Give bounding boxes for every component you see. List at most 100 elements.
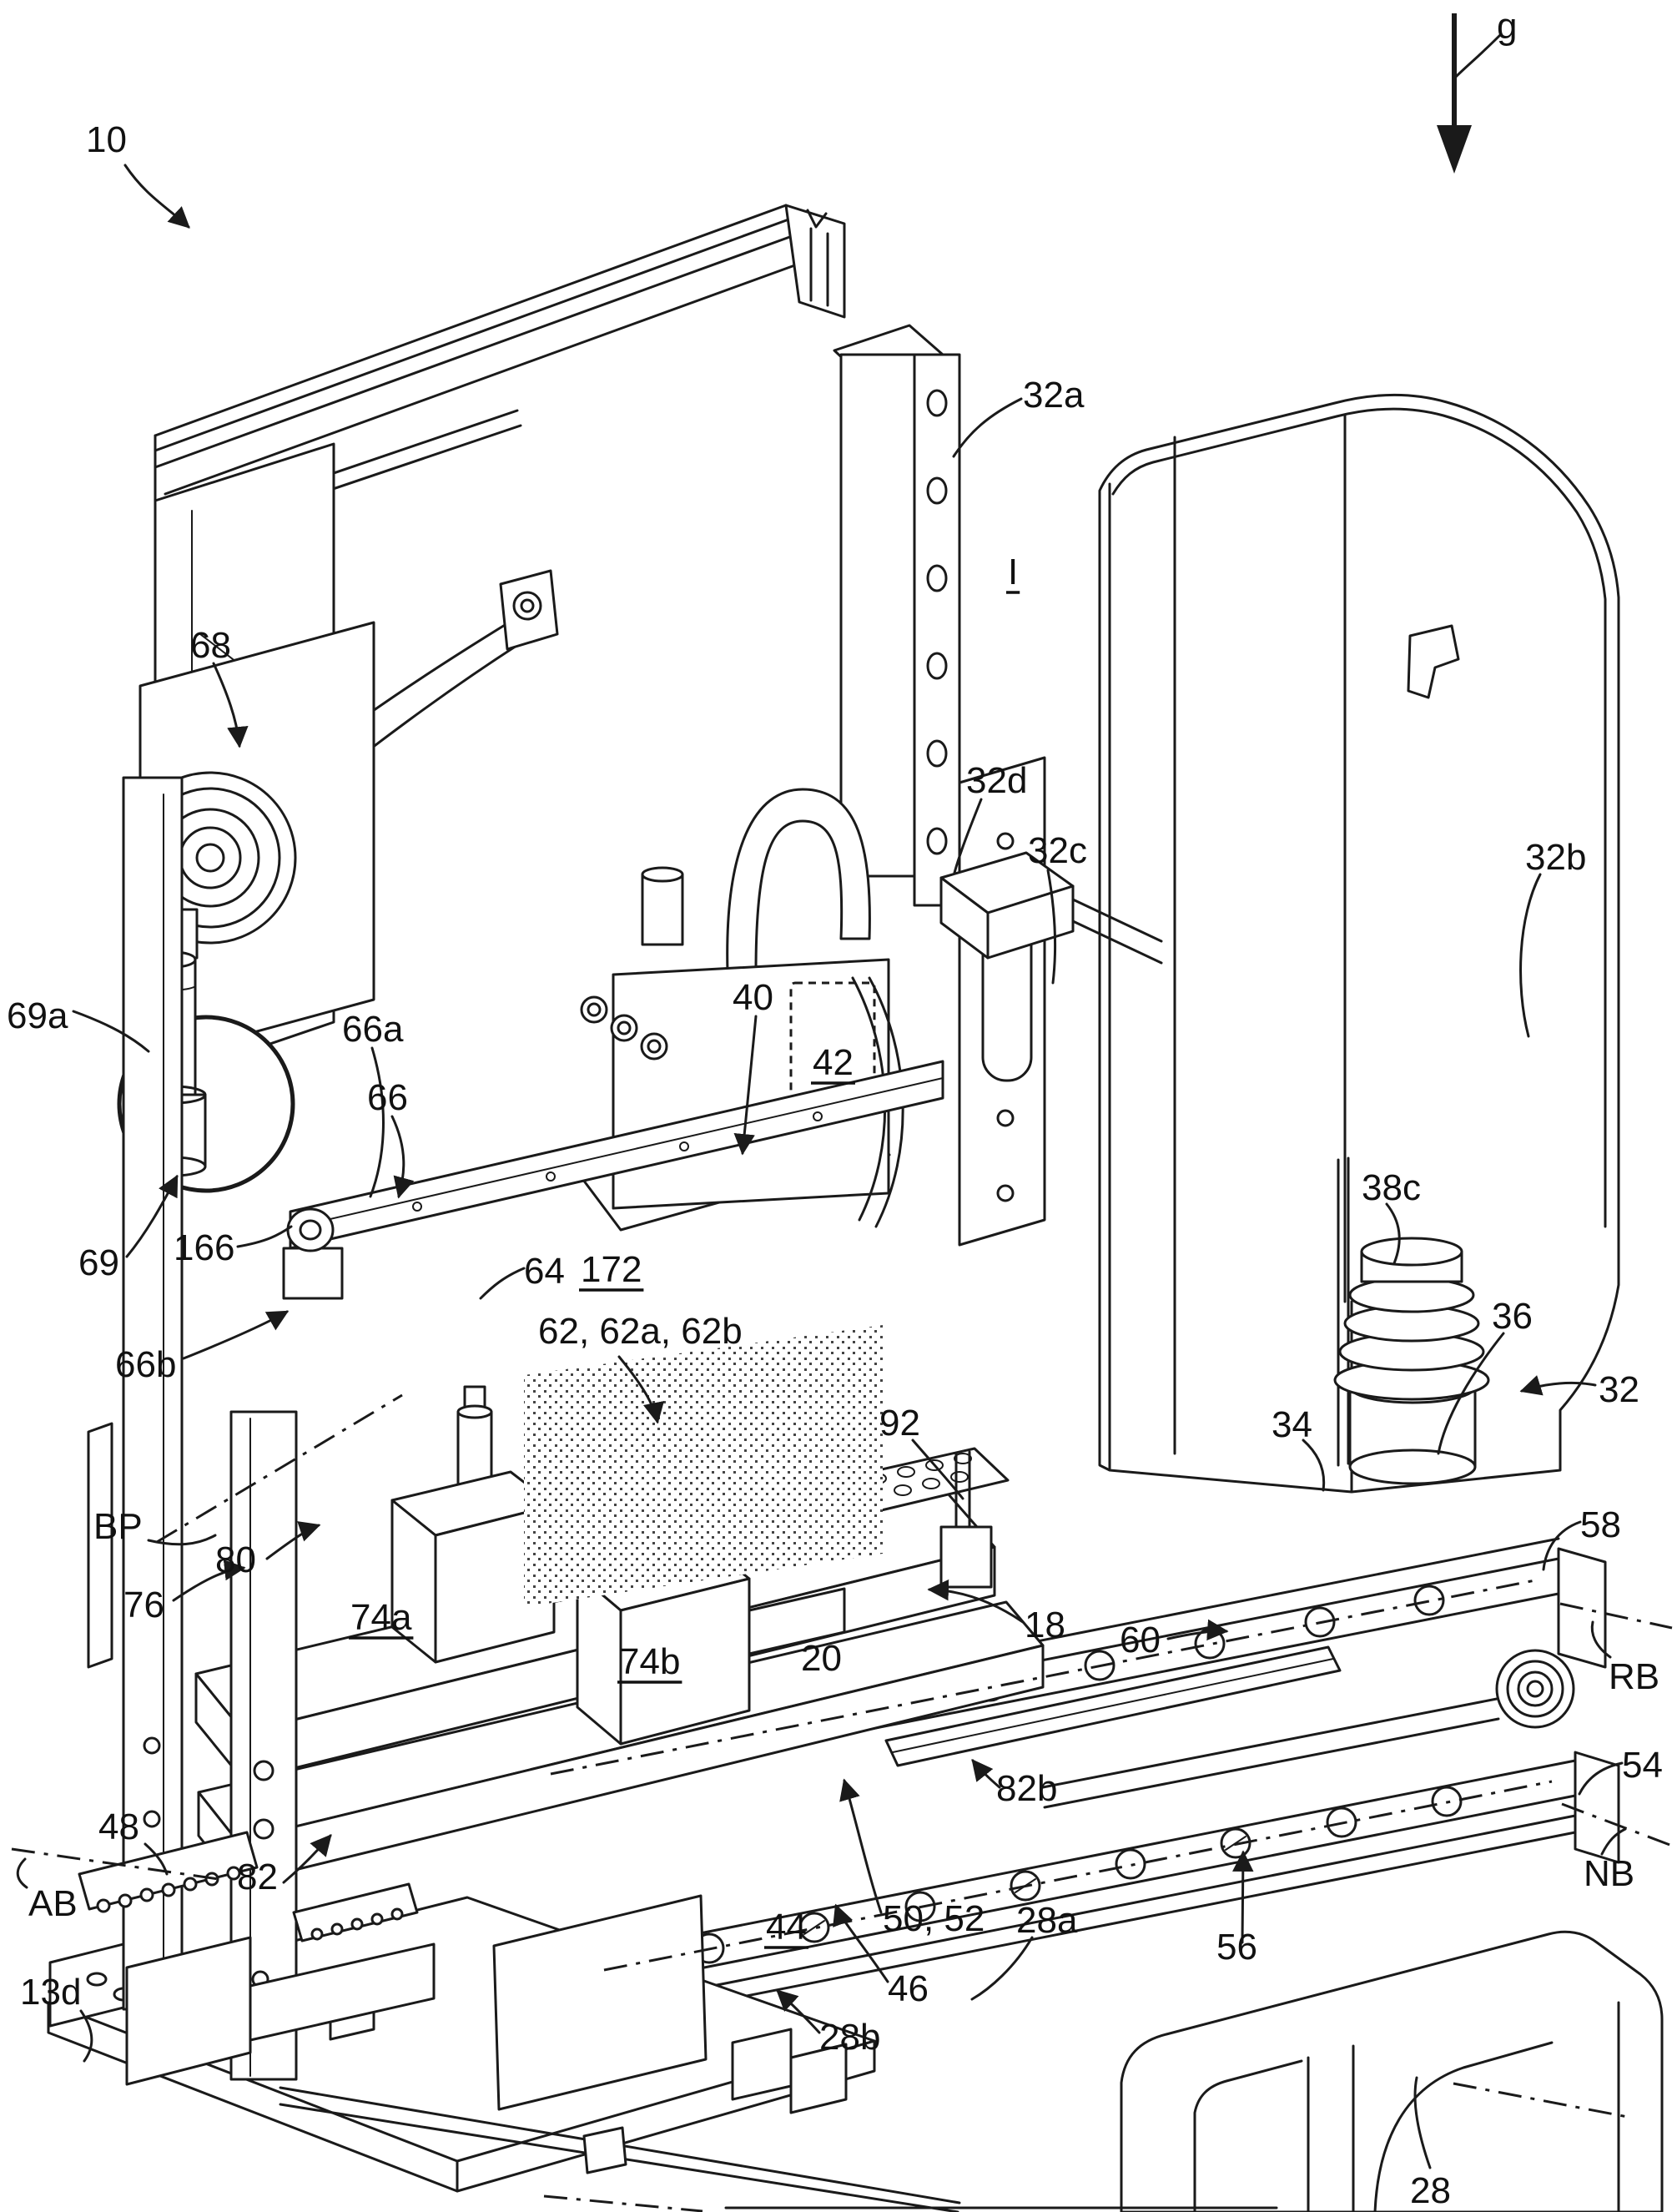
shield-hook: [1407, 624, 1460, 699]
leader-54: [1578, 1761, 1624, 1796]
ref-label-66: 66: [367, 1077, 408, 1118]
ref-label-42: 42: [813, 1042, 854, 1083]
ref-label-NB: NB: [1584, 1853, 1634, 1894]
ref-label-32: 32: [1599, 1369, 1639, 1410]
ref-label-64: 64: [524, 1251, 565, 1292]
ref-label-38c: 38c: [1362, 1167, 1421, 1208]
horizontal-rail-66: [282, 1060, 944, 1300]
contact-pin-92: [939, 1450, 993, 1589]
leader-50-52: [839, 1778, 883, 1914]
ref-label-172: 172: [581, 1249, 642, 1290]
ref-label-40: 40: [733, 977, 773, 1018]
ref-label-82: 82: [237, 1857, 278, 1897]
ref-label-56: 56: [1216, 1927, 1257, 1968]
ref-label-54: 54: [1622, 1745, 1663, 1786]
ref-label-28b: 28b: [819, 2017, 880, 2058]
ref-label-92: 92: [879, 1403, 920, 1444]
leader-76: [172, 1559, 246, 1602]
rail-end-cylinder-66b: [286, 1207, 335, 1252]
leader-13d: [79, 2009, 93, 2063]
leader-82b: [971, 1759, 1001, 1789]
leader-lines: [16, 33, 1627, 2169]
gravity-arrow: [1437, 13, 1472, 174]
flex-band-loop: [726, 788, 871, 974]
leader-RB: [1590, 1620, 1612, 1659]
leader-40: [733, 1015, 758, 1156]
ref-label-18: 18: [1025, 1605, 1065, 1645]
pipette-tip: [640, 1032, 668, 1061]
leader-56: [1232, 1850, 1254, 1944]
leader-66: [390, 1115, 415, 1199]
reagent-bottle-36: [1333, 1237, 1490, 1485]
leader-36: [1437, 1332, 1505, 1455]
leader-28a: [970, 1936, 1034, 2001]
leader-28b: [776, 1989, 821, 2034]
leader-62: [617, 1355, 664, 1424]
ref-label-32a: 32a: [1023, 375, 1085, 416]
ref-label-48: 48: [98, 1806, 139, 1847]
ref-label-69: 69: [78, 1242, 119, 1283]
ref-label-28: 28: [1410, 2170, 1451, 2211]
leader-32a: [952, 397, 1023, 458]
leader-48: [144, 1842, 169, 1876]
leader-60: [1166, 1619, 1229, 1641]
ref-label-20: 20: [801, 1638, 842, 1679]
ref-label-I: I: [1008, 552, 1018, 592]
leader-166: [236, 1225, 293, 1248]
axis-NB: [1561, 1802, 1673, 1847]
ref-label-66b: 66b: [115, 1344, 176, 1385]
ref-label-82b: 82b: [996, 1768, 1057, 1809]
axis-tray: [1453, 2082, 1633, 2119]
leader-66b: [182, 1310, 290, 1360]
ref-label-74a: 74a: [350, 1597, 412, 1638]
ref-label-74b: 74b: [619, 1641, 680, 1682]
ref-label-60: 60: [1120, 1620, 1161, 1660]
ref-label-g: g: [1497, 6, 1517, 47]
tray-28: [1120, 1930, 1664, 2212]
leader-68: [212, 662, 249, 748]
leader-69: [125, 1174, 179, 1258]
leader-34: [1302, 1439, 1326, 1492]
ref-label-34: 34: [1272, 1404, 1312, 1445]
rack-82: [292, 1882, 419, 1942]
ref-label-166: 166: [174, 1227, 234, 1268]
ref-label-32d: 32d: [966, 760, 1027, 801]
reference-axes: [11, 1393, 1673, 2212]
ref-label-76: 76: [123, 1585, 164, 1625]
pipette-tip: [610, 1014, 638, 1042]
axis-RB: [1559, 1602, 1673, 1630]
sensor-plate-76: [87, 1422, 113, 1669]
leader-46: [833, 1903, 889, 1983]
leader-28: [1413, 2076, 1432, 2169]
ref-label-46: 46: [888, 1968, 929, 2009]
ref-label-44: 44: [766, 1907, 807, 1947]
leader-g: [1453, 33, 1502, 79]
ref-label-36: 36: [1492, 1296, 1533, 1337]
ref-label-10: 10: [86, 119, 127, 160]
axis-BP: [156, 1393, 403, 1544]
leader-18: [927, 1579, 1025, 1624]
ref-label-58: 58: [1580, 1504, 1621, 1545]
ref-label-80: 80: [215, 1539, 256, 1580]
axis-AB: [11, 1847, 219, 1881]
pipette-tip: [580, 995, 608, 1024]
leader-32c: [1046, 869, 1056, 985]
axis-base-left: [543, 2194, 703, 2212]
leader-82: [282, 1834, 332, 1884]
leader-AB: [16, 1857, 28, 1889]
curtain-62: [524, 1325, 883, 1607]
leader-38c: [1385, 1202, 1401, 1265]
leader-58: [1542, 1520, 1582, 1571]
ref-label-50-52: 50, 52: [883, 1898, 985, 1939]
leader-32: [1519, 1375, 1597, 1396]
leader-32b: [1519, 873, 1542, 1038]
leader-92: [911, 1439, 964, 1500]
leader-10: [123, 164, 190, 229]
leader-66a: [369, 1046, 385, 1198]
ref-label-69a: 69a: [7, 995, 68, 1036]
vertical-rail-32a: [833, 324, 961, 907]
z-columns: [87, 776, 436, 2086]
ref-label-AB: AB: [28, 1883, 78, 1924]
